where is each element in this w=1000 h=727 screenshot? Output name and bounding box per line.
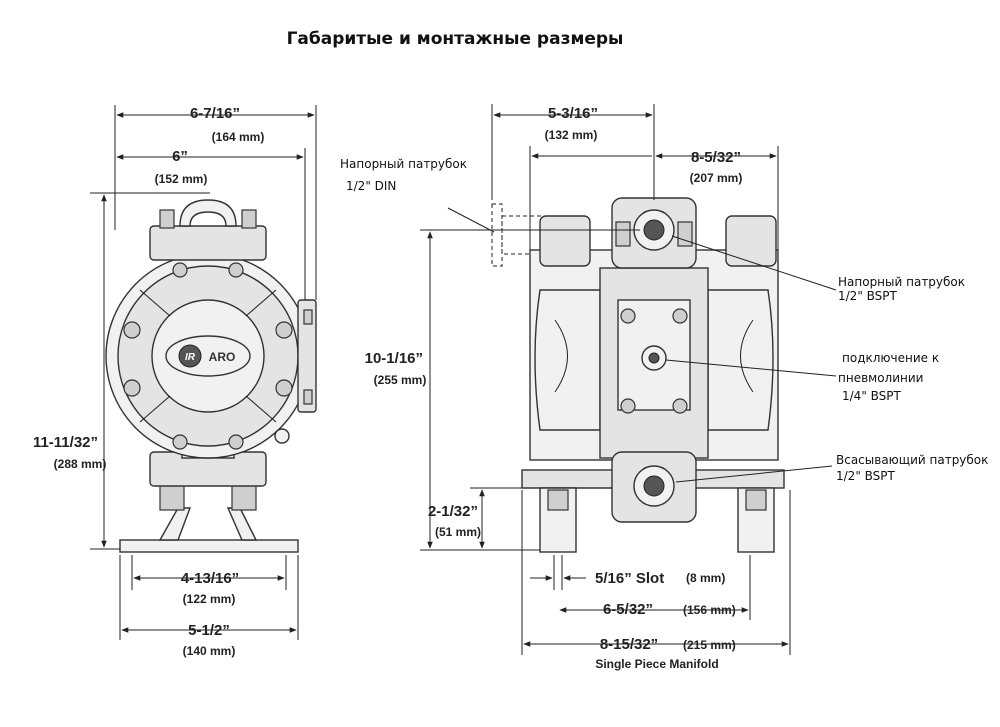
manifold-bolt (241, 209, 257, 229)
foot-bolt-right (231, 483, 257, 511)
dim-depth-6-mm: (152 mm) (155, 172, 208, 186)
callout-suction-line1: Всасывающий патрубок (836, 453, 988, 467)
air-valve-screw (303, 389, 313, 405)
diaphragm-lines (554, 319, 754, 393)
callout-air-inlet-line2: пневмолинии (838, 371, 923, 385)
inlet-port-hole (643, 475, 665, 497)
housing-bolt (228, 434, 244, 450)
outlet-port-hole (643, 219, 665, 241)
dim-outlet-offset: 5-3/16” (548, 105, 598, 122)
callout-bspt-outlet-line1: Напорный патрубок (838, 275, 965, 289)
dim-overall-width: 8-15/32” (600, 636, 658, 653)
air-inlet-hole (648, 352, 660, 364)
foot-left (539, 487, 577, 553)
housing-bolt (123, 379, 141, 397)
dim-inlet-height-mm: (51 mm) (435, 525, 481, 539)
pump-side-view: IR ARO (105, 199, 317, 553)
foot-bolt (547, 489, 569, 511)
foot-leg-right (226, 507, 258, 541)
leader-air (665, 359, 837, 377)
dim-mount-spacing: 6-5/32” (603, 601, 653, 618)
dim-slot-mm: (8 mm) (686, 571, 725, 585)
dim-overall-depth: 6-7/16” (190, 105, 240, 122)
leader-suction (675, 465, 833, 483)
foot-leg-left (158, 507, 192, 541)
upper-manifold (149, 225, 267, 261)
center-bolt (672, 308, 688, 324)
center-bolt (620, 308, 636, 324)
callout-suction-line2: 1/2" BSPT (836, 469, 896, 483)
dim-half-width: 8-5/32” (691, 149, 741, 166)
housing-bolt (172, 262, 188, 278)
callout-din-outlet-line1: Напорный патрубок (340, 157, 467, 171)
center-bolt (620, 398, 636, 414)
dim-half-width-mm: (207 mm) (690, 171, 743, 185)
callout-bspt-outlet-line2: 1/2" BSPT (838, 289, 898, 303)
dim-overall-height-mm: (288 mm) (54, 457, 107, 471)
pump-foot (119, 539, 299, 553)
foot-bolt-left (159, 483, 185, 511)
dim-overall-depth-mm: (164 mm) (212, 130, 265, 144)
callout-air-inlet-line1: подключение к (842, 351, 939, 365)
dim-inlet-height: 2-1/32” (428, 503, 478, 520)
dim-overall-height: 11-11/32” (33, 434, 98, 451)
dim-slot: 5/16” Slot (595, 570, 664, 587)
air-valve-screw (303, 309, 313, 325)
dim-overall-width-mm: (215 mm) (683, 638, 736, 652)
air-valve-block (297, 299, 317, 413)
housing-bolt (123, 321, 141, 339)
dim-mount-spacing-mm: (156 mm) (683, 603, 736, 617)
dim-base-depth-mm: (122 mm) (183, 592, 236, 606)
dim-inlet-to-outlet: 10-1/16” (365, 350, 423, 367)
leader-din (447, 207, 495, 233)
foot-bolt (745, 489, 767, 511)
dim-foot-depth-mm: (140 mm) (183, 644, 236, 658)
leader-bspt-outlet (671, 235, 837, 291)
callouts: Напорный патрубок 1/2" DIN Напорный патр… (340, 157, 988, 483)
callout-air-inlet-line3: 1/4" BSPT (842, 389, 902, 403)
dim-inlet-to-outlet-mm: (255 mm) (374, 373, 427, 387)
callout-din-outlet-line2: 1/2" DIN (346, 179, 396, 193)
outlet-elbow (179, 199, 237, 227)
dim-depth-6: 6” (172, 148, 188, 165)
ground-lug (274, 428, 290, 444)
top-left-cap (539, 215, 591, 267)
manifold-note: Single Piece Manifold (595, 657, 718, 671)
dim-foot-depth: 5-1/2” (188, 622, 230, 639)
dim-base-depth: 4-13/16” (181, 570, 239, 587)
dim-outlet-offset-mm: (132 mm) (545, 128, 598, 142)
manifold-bolt (677, 221, 693, 247)
ir-logo-icon (178, 344, 202, 368)
center-bolt (672, 398, 688, 414)
manifold-bolt (615, 221, 631, 247)
housing-bolt (275, 379, 293, 397)
aro-logo-text: ARO (209, 350, 236, 364)
housing-bolt (275, 321, 293, 339)
housing-bolt (228, 262, 244, 278)
din-spigot (501, 215, 543, 255)
ir-logo-mark: IR (185, 352, 196, 363)
top-right-cap (725, 215, 777, 267)
drawing-title: Габаритые и монтажные размеры (287, 29, 624, 49)
din-flange (491, 203, 503, 267)
front-view-dimensions: 5-3/16” (132 mm) 8-5/32” (207 mm) 10-1/1… (365, 104, 791, 671)
side-view-dimensions: 6-7/16” (164 mm) 6” (152 mm) 11-11/32” (… (33, 105, 317, 658)
housing-bolt (172, 434, 188, 450)
housing-ribs (139, 289, 277, 423)
manifold-bolt (159, 209, 175, 229)
pump-front-view (491, 197, 785, 553)
